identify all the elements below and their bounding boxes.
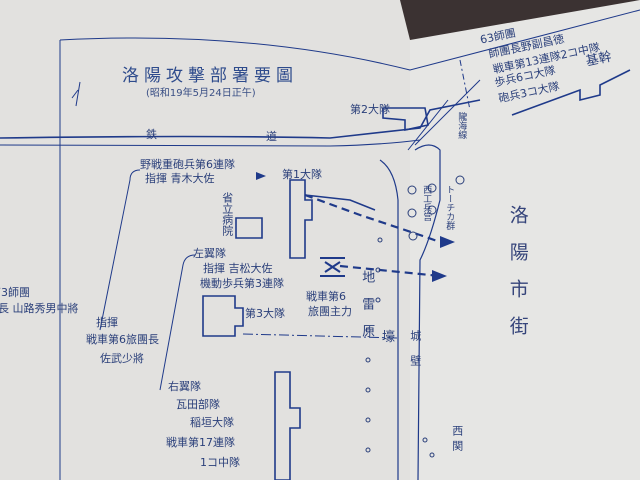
city-wall-line — [414, 144, 441, 480]
right-wing-label-1: 右翼隊 — [168, 380, 201, 393]
arrowhead-1 — [440, 236, 455, 248]
right-wing-label-4: 戦車第17連隊 — [166, 436, 235, 449]
west-gate-label: 西関 — [450, 425, 464, 455]
battalion3-position — [202, 295, 244, 337]
artillery-symbol — [256, 172, 266, 180]
trench-line — [379, 159, 399, 480]
map-border — [59, 9, 640, 71]
city-wall-label: 城壁 — [408, 330, 422, 380]
division3-label-2: 長 山路秀男中將 — [0, 302, 79, 315]
right-page — [410, 0, 640, 480]
battalion1-label: 第1大隊 — [282, 168, 322, 181]
minefield-label: 地雷原 — [359, 270, 375, 351]
barracks-label: 西工兵営 — [421, 185, 432, 221]
map-title: 洛陽攻撃部署要圖 — [122, 66, 298, 86]
tank-brigade-label-2: 旅團主力 — [308, 305, 352, 318]
battalion3-line — [242, 333, 399, 339]
battalion2-position — [382, 107, 429, 131]
battalion3-label: 第3大隊 — [245, 307, 285, 320]
hospital-block — [235, 217, 263, 239]
right-wing-position — [274, 371, 301, 480]
left-wing-label-2: 指揮 吉松大佐 — [203, 262, 273, 275]
longhai-line-label: 隴海線 — [456, 112, 467, 139]
left-wing-label-3: 機動歩兵第3連隊 — [200, 277, 284, 290]
railway-label-2: 道 — [266, 130, 277, 143]
right-wing-label-3: 稲垣大隊 — [190, 416, 234, 429]
artillery-label-1: 野戦重砲兵第6連隊 — [140, 158, 235, 171]
longhai-rail — [407, 79, 481, 151]
battalion2-label: 第2大隊 — [350, 103, 390, 116]
right-wing-label-5: 1コ中隊 — [200, 456, 240, 469]
attack-arrow-1 — [304, 194, 376, 211]
command-label-1: 指揮 — [96, 316, 118, 329]
attack-arrow-dashed-1 — [304, 193, 441, 244]
artillery-label-2: 指揮 青木大佐 — [145, 172, 215, 185]
battalion1-position — [289, 179, 313, 259]
command-label-3: 佐武少將 — [100, 352, 144, 365]
arrowhead-2 — [432, 270, 447, 282]
left-page — [0, 0, 410, 480]
tank-symbol — [320, 257, 345, 277]
trench-label: 壕 — [382, 330, 396, 345]
right-wing-label-2: 瓦田部隊 — [176, 398, 220, 411]
railway-label-1: 鉄 — [146, 128, 157, 141]
railway-line-2 — [0, 139, 421, 147]
pillbox-label: トーチカ群 — [444, 185, 455, 230]
hospital-label: 省立病院 — [220, 192, 234, 236]
railway-line — [0, 99, 481, 139]
division3-label-1: 第3師團 — [0, 286, 30, 299]
boundary-line — [459, 59, 471, 111]
city-label: 洛陽市街 — [506, 205, 529, 353]
command-label-2: 戦車第6旅團長 — [86, 333, 159, 346]
map-subtitle: (昭和19年5月24日正午) — [146, 88, 256, 99]
division63-position — [511, 69, 631, 116]
attack-arrow-dashed-2 — [339, 264, 441, 278]
tank-brigade-label-1: 戦車第6 — [306, 290, 346, 303]
left-wing-label-1: 左翼隊 — [193, 247, 226, 260]
bracket-lines — [99, 169, 196, 391]
north-arrow — [71, 81, 81, 107]
